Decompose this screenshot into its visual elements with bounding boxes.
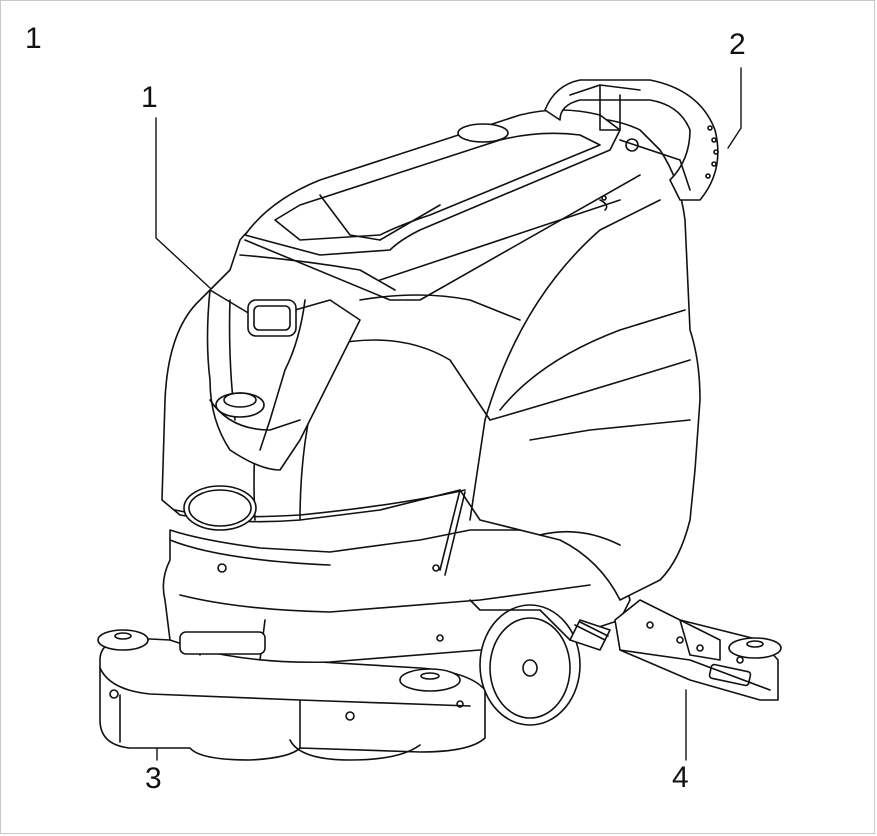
brush-deck	[98, 630, 485, 760]
figure-number: 1	[25, 22, 42, 55]
front-emblem	[184, 486, 256, 530]
squeegee-wheel	[729, 638, 781, 658]
callout-1: 1	[141, 81, 158, 114]
callout-4: 4	[672, 761, 689, 794]
handle-bar	[545, 80, 718, 200]
tank-cap	[458, 124, 508, 142]
recovery-tank-lid	[240, 110, 640, 300]
squeegee-assembly	[570, 600, 781, 700]
front-recess	[208, 290, 361, 470]
leader-1	[156, 118, 210, 288]
callout-2: 2	[729, 28, 746, 61]
leader-2	[728, 68, 741, 148]
rear-wheel	[470, 600, 580, 725]
caster-pad-mid	[400, 669, 460, 691]
callout-3: 3	[145, 762, 162, 795]
caster-pad-left	[98, 630, 148, 650]
